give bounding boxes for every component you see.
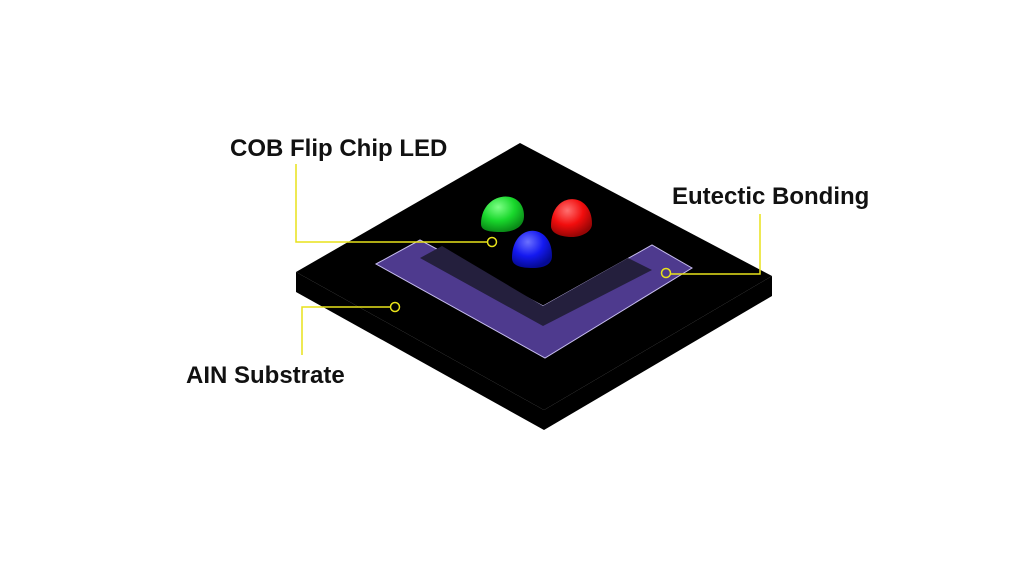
green-led bbox=[481, 196, 524, 232]
substrate-leader-dot bbox=[389, 301, 401, 313]
blue-led bbox=[512, 230, 552, 268]
substrate-right-side bbox=[544, 276, 772, 430]
substrate-leader-line bbox=[301, 306, 390, 355]
red-led bbox=[551, 199, 592, 237]
led-chips bbox=[481, 196, 592, 268]
substrate-top-face bbox=[296, 143, 772, 410]
eutectic-bonding-layer bbox=[374, 239, 693, 359]
led-leader-line bbox=[295, 164, 487, 243]
leader-lines bbox=[295, 164, 761, 355]
bonding-label: Eutectic Bonding bbox=[672, 183, 869, 210]
substrate-left-side bbox=[296, 272, 544, 430]
bonding-leader-line bbox=[671, 214, 761, 275]
aln-substrate bbox=[296, 143, 772, 430]
substrate-label: AIN Substrate bbox=[186, 362, 345, 389]
led-label: COB Flip Chip LED bbox=[230, 135, 447, 162]
bonding-leader-dot bbox=[660, 267, 672, 279]
led-leader-dot bbox=[486, 236, 498, 248]
bonding-layer-inner-trench bbox=[420, 246, 652, 326]
